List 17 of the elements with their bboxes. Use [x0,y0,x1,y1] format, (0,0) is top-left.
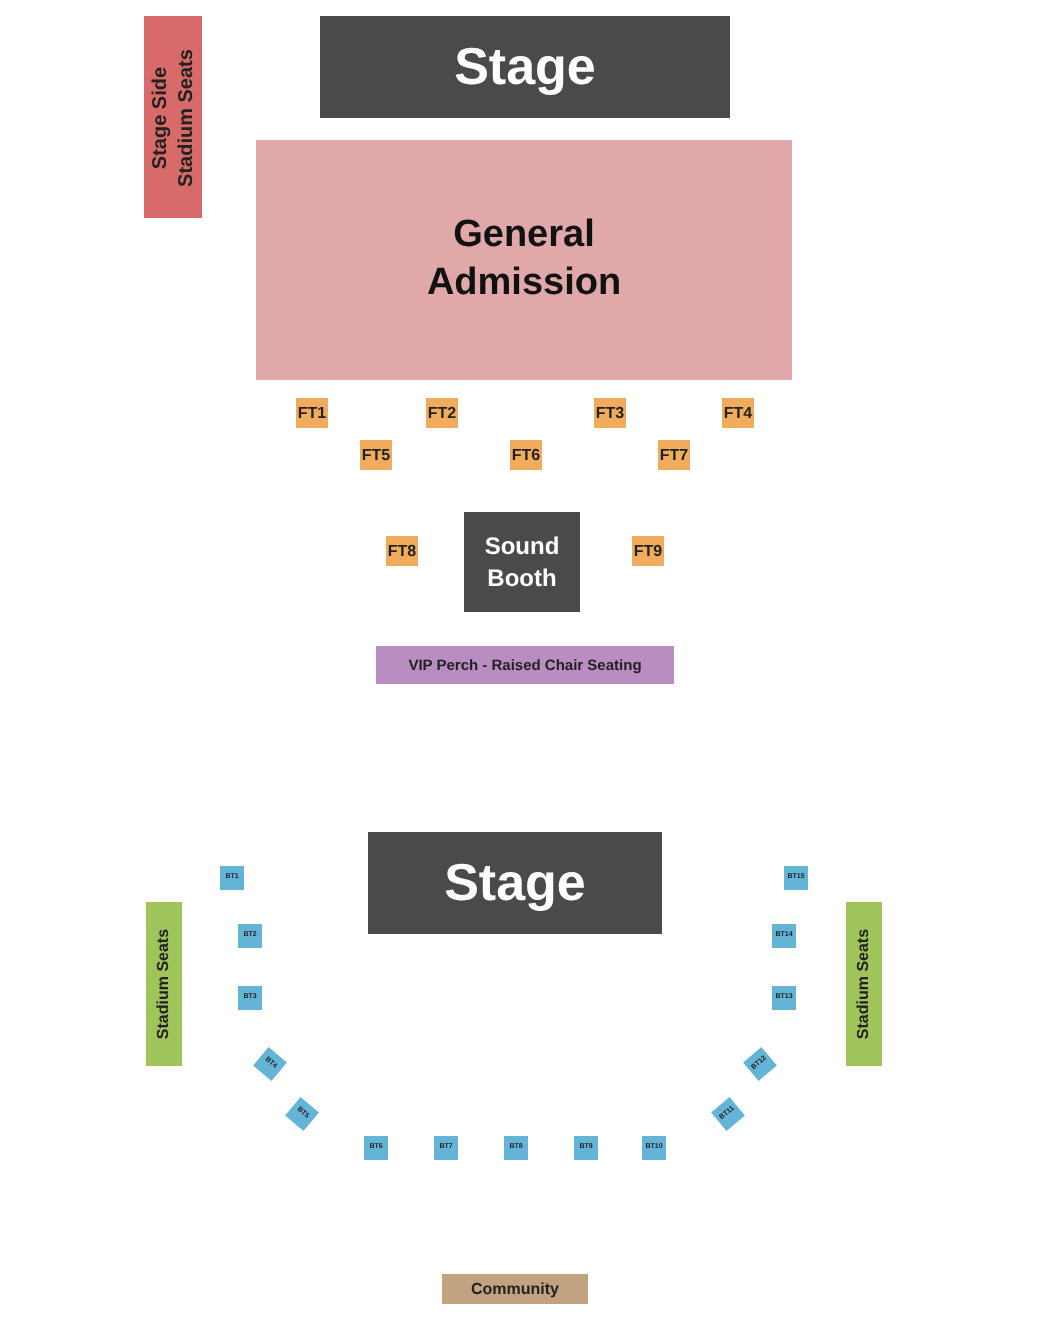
table-marker: FT9 [632,536,664,566]
stage-block: Stage [320,16,730,118]
sound-booth: Sound Booth [464,512,580,612]
table-marker: FT1 [296,398,328,428]
table-marker: FT7 [658,440,690,470]
seating-section: Stage Side Stadium Seats [144,16,202,218]
table-marker: FT3 [594,398,626,428]
seating-section: General Admission [256,140,792,380]
table-marker: FT8 [386,536,418,566]
table-marker: FT2 [426,398,458,428]
table-marker: FT4 [722,398,754,428]
seating-section: Community [442,1274,588,1304]
table-marker: FT6 [510,440,542,470]
stage-block: Stage [368,832,662,934]
seating-section: Stadium Seats [846,902,882,1066]
seating-section: Stadium Seats [146,902,182,1066]
table-marker: FT5 [360,440,392,470]
